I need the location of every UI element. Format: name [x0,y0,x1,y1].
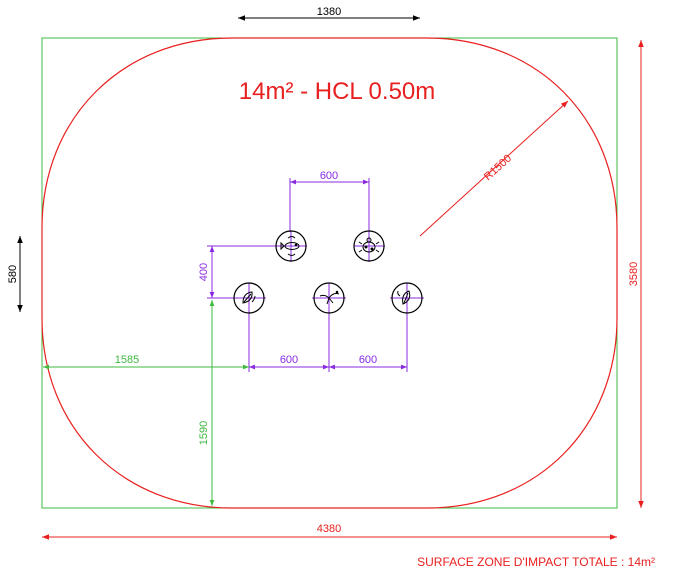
post-5 [390,282,424,314]
dim-post-bottom-right-label: 600 [359,354,377,366]
footer-note: SURFACE ZONE D'IMPACT TOTALE : 14m² [417,555,655,569]
dim-offset-x-label: 1585 [115,354,139,366]
leaf-icon [397,290,411,305]
plan-title: 14m² - HCL 0.50m [239,78,436,105]
post-4 [312,282,346,314]
fish-icon [280,236,300,256]
dim-offset-y-label: 1590 [198,421,210,445]
radius-line [419,100,569,237]
leaf-icon [242,291,256,304]
dim-post-bottom-left-label: 600 [280,354,298,366]
post-1 [275,230,307,262]
post-3 [232,282,266,314]
dim-right-label: 3580 [628,262,640,286]
impact-zone-outline-clean [41,37,618,509]
dim-post-top-label: 600 [320,170,338,182]
bird-icon [319,290,340,305]
dim-bottom-label: 4380 [317,523,341,535]
dim-left-label: 580 [7,265,19,283]
post-2 [353,230,385,262]
dim-top-label: 1380 [317,6,341,18]
dim-row-label: 400 [198,263,210,281]
ladybug-icon [358,237,380,253]
